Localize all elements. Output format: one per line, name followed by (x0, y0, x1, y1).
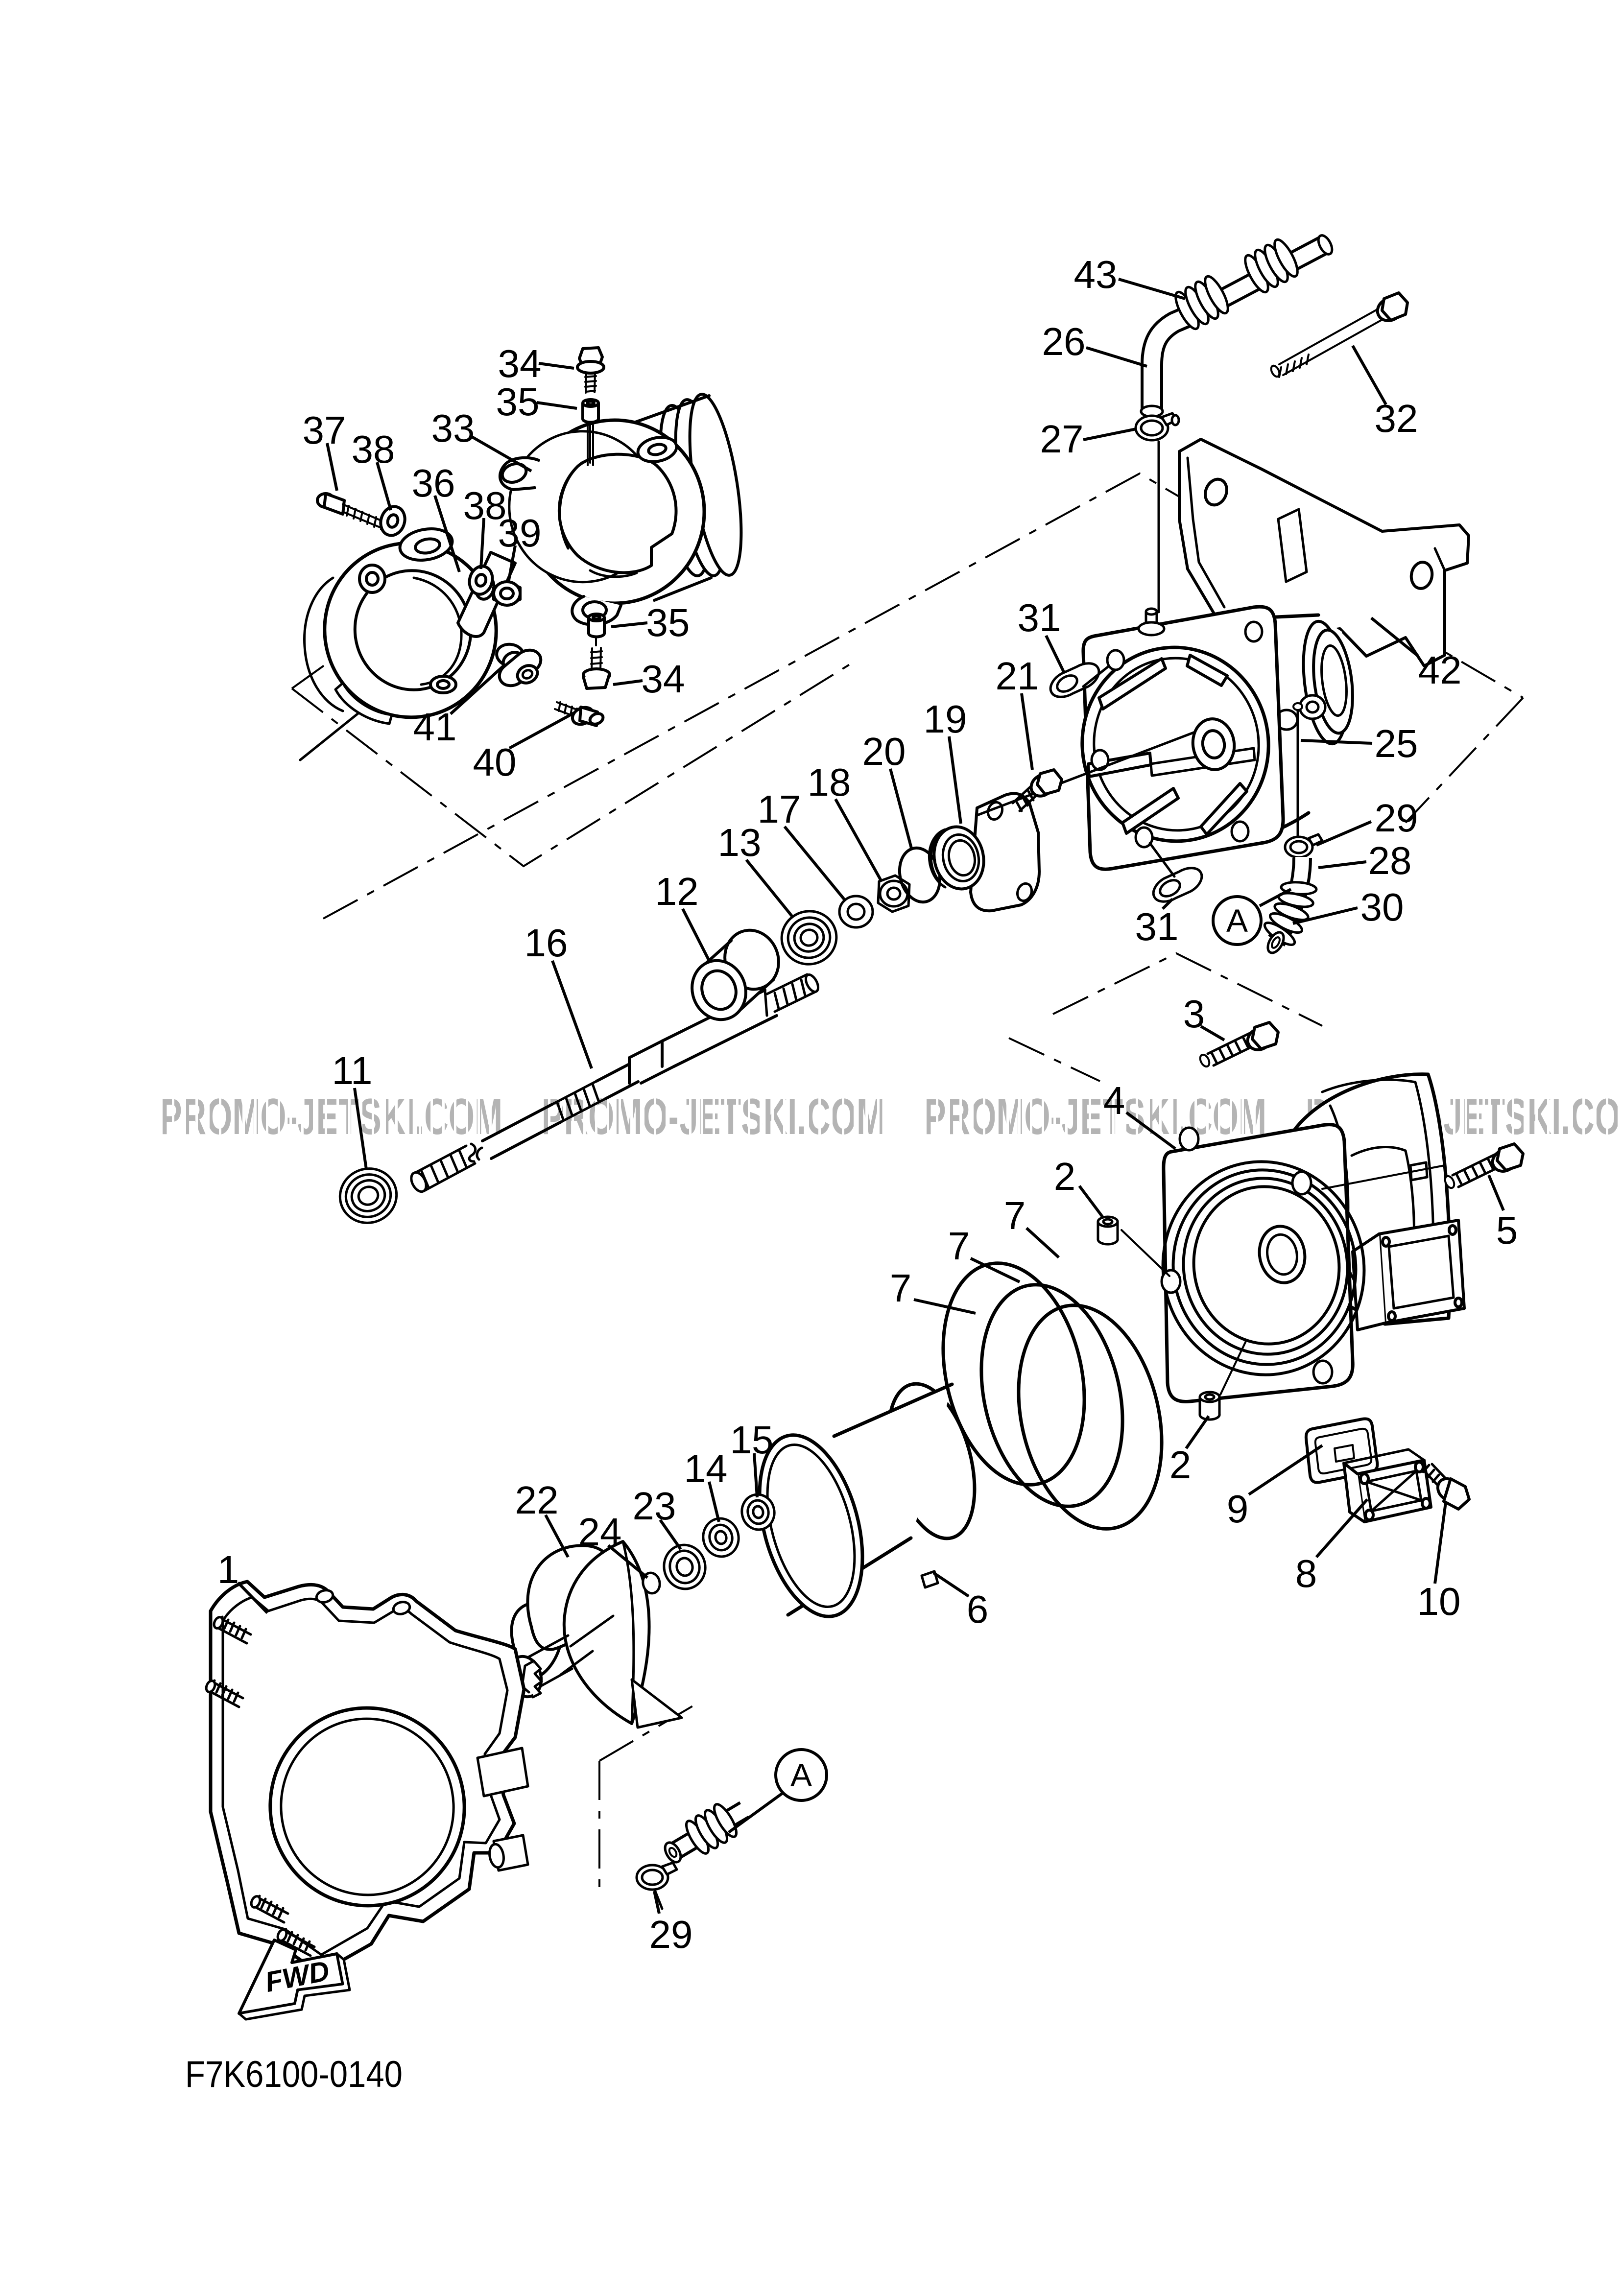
svg-text:42: 42 (1418, 648, 1462, 692)
svg-text:22: 22 (515, 1478, 559, 1522)
svg-text:7: 7 (948, 1224, 970, 1268)
svg-text:4: 4 (1103, 1079, 1125, 1122)
svg-text:35: 35 (496, 380, 540, 424)
svg-text:43: 43 (1074, 253, 1118, 296)
svg-text:6: 6 (967, 1587, 989, 1631)
svg-text:34: 34 (642, 657, 685, 701)
svg-text:21: 21 (996, 654, 1039, 698)
svg-text:32: 32 (1375, 397, 1418, 440)
svg-text:1: 1 (217, 1548, 239, 1591)
svg-text:2: 2 (1054, 1155, 1076, 1198)
svg-text:F7K6100-0140: F7K6100-0140 (185, 2054, 403, 2095)
svg-text:26: 26 (1042, 320, 1086, 363)
svg-text:37: 37 (303, 408, 346, 452)
svg-text:28: 28 (1368, 839, 1412, 882)
svg-text:27: 27 (1040, 417, 1084, 461)
svg-text:A: A (1226, 902, 1248, 939)
svg-text:29: 29 (1375, 796, 1418, 840)
svg-text:5: 5 (1496, 1208, 1518, 1252)
svg-text:7: 7 (1004, 1194, 1026, 1237)
svg-text:41: 41 (413, 705, 457, 749)
svg-text:25: 25 (1375, 722, 1418, 765)
svg-text:14: 14 (684, 1447, 728, 1491)
svg-text:16: 16 (525, 921, 568, 965)
svg-text:36: 36 (412, 461, 455, 505)
svg-text:31: 31 (1135, 905, 1179, 948)
svg-text:PROMO-JETSKI.COM: PROMO-JETSKI.COM (160, 1089, 502, 1145)
svg-text:15: 15 (730, 1418, 774, 1462)
svg-text:38: 38 (352, 427, 395, 471)
svg-text:31: 31 (1018, 596, 1061, 639)
svg-text:10: 10 (1417, 1580, 1461, 1623)
svg-text:PROMO-JETSKI.COM: PROMO-JETSKI.COM (924, 1089, 1266, 1145)
svg-text:A: A (790, 1757, 812, 1793)
svg-text:17: 17 (758, 787, 801, 831)
svg-text:23: 23 (633, 1484, 676, 1528)
svg-text:35: 35 (646, 601, 690, 644)
svg-text:39: 39 (498, 511, 542, 555)
svg-text:3: 3 (1183, 992, 1205, 1036)
svg-text:2: 2 (1169, 1443, 1192, 1487)
svg-text:30: 30 (1360, 885, 1404, 929)
svg-text:38: 38 (463, 484, 507, 527)
svg-text:34: 34 (498, 342, 542, 385)
svg-text:18: 18 (808, 760, 851, 804)
svg-text:24: 24 (578, 1510, 622, 1554)
svg-text:20: 20 (862, 730, 906, 773)
svg-text:40: 40 (473, 740, 517, 784)
svg-text:12: 12 (655, 870, 699, 913)
svg-text:PROMO-JETSKI.COM: PROMO-JETSKI.COM (542, 1089, 884, 1145)
svg-text:19: 19 (924, 697, 967, 741)
svg-text:8: 8 (1295, 1552, 1317, 1595)
svg-text:9: 9 (1227, 1487, 1249, 1531)
svg-text:11: 11 (332, 1049, 372, 1092)
svg-text:13: 13 (718, 821, 762, 864)
svg-text:7: 7 (890, 1266, 912, 1310)
svg-text:29: 29 (649, 1913, 693, 1956)
svg-text:33: 33 (431, 406, 475, 450)
